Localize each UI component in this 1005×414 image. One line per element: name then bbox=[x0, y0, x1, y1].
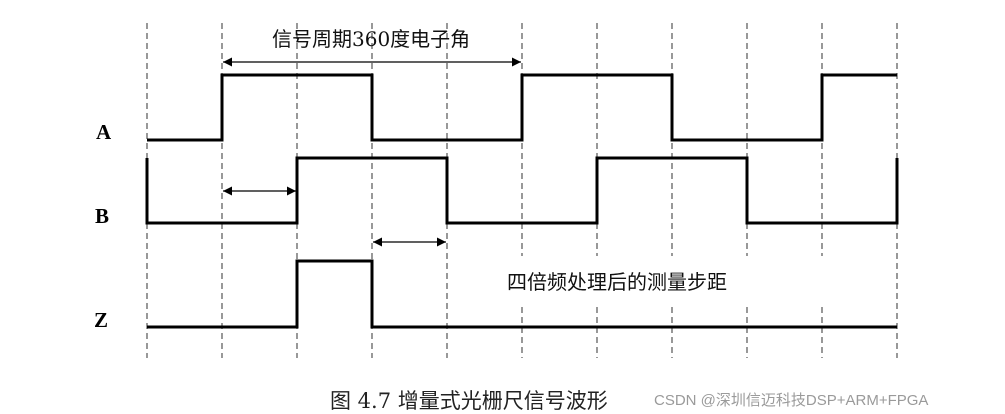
signal-waveforms bbox=[145, 73, 899, 329]
signal-label-z: Z bbox=[94, 308, 108, 332]
waveform-a bbox=[147, 73, 897, 142]
dimension-arrows bbox=[223, 57, 521, 247]
period-annotation: 信号周期360度电子角 bbox=[272, 27, 470, 51]
signal-label-b: B bbox=[95, 204, 109, 228]
watermark: CSDN @深圳信迈科技DSP+ARM+FPGA bbox=[654, 392, 928, 409]
signal-label-a: A bbox=[96, 120, 112, 144]
step-annotation: 四倍频处理后的测量步距 bbox=[507, 270, 727, 294]
waveform-b bbox=[145, 156, 899, 225]
waveform-z bbox=[147, 259, 897, 329]
figure-caption: 图 4.7 增量式光栅尺信号波形 bbox=[330, 389, 608, 413]
